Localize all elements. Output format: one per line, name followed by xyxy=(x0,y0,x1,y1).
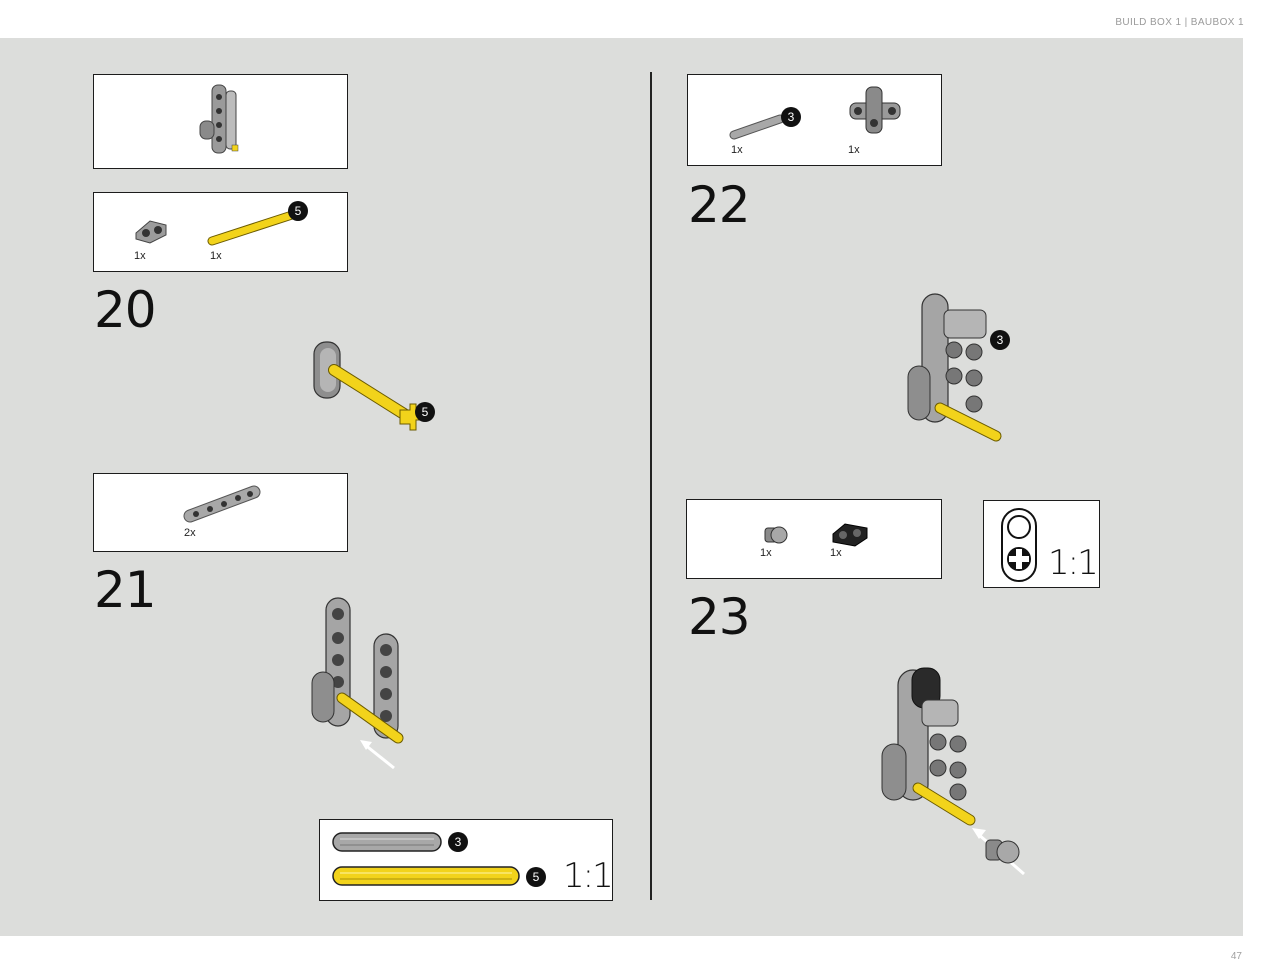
header-title: BUILD BOX 1 | BAUBOX 1 xyxy=(1115,17,1244,28)
scale-label: 1:1 xyxy=(1048,543,1099,583)
subassembly-model-icon xyxy=(199,84,239,154)
subassembly-preview-box xyxy=(93,74,348,169)
step-22-parts-box: 3 1x 1x xyxy=(687,74,942,166)
beam-scale-icon xyxy=(1001,508,1037,582)
step-number: 23 xyxy=(688,588,751,646)
step-21-assembly-icon xyxy=(311,597,404,770)
step-20-assembly-icon xyxy=(313,341,423,431)
part-qty: 2x xyxy=(184,527,196,539)
scale-ruler-axles-box: 3 5 1:1 xyxy=(319,819,614,901)
length-badge: 3 xyxy=(781,107,801,127)
step-number: 21 xyxy=(94,561,157,619)
part-qty: 1x xyxy=(210,250,222,262)
step-20-parts-box: 1x 5 1x xyxy=(93,192,348,272)
part-qty: 1x xyxy=(134,250,146,262)
part-qty: 1x xyxy=(760,547,772,559)
yellow-axle-5-icon xyxy=(332,866,520,886)
scale-label: 1:1 xyxy=(563,856,614,896)
part-qty: 1x xyxy=(830,547,842,559)
scale-ruler-beam-box: 1:1 xyxy=(983,500,1100,588)
cross-block-icon xyxy=(849,86,901,134)
grey-axle-3-icon xyxy=(729,114,785,140)
step-23-assembly-icon xyxy=(881,667,1025,876)
step-number: 20 xyxy=(94,281,157,339)
length-badge: 3 xyxy=(448,832,468,852)
length-badge: 5 xyxy=(526,867,546,887)
yellow-axle-5-icon xyxy=(207,210,297,246)
length-badge: 3 xyxy=(990,330,1010,350)
part-qty: 1x xyxy=(848,144,860,156)
beam-5-icon xyxy=(183,485,261,523)
column-divider xyxy=(650,72,652,900)
black-connector-icon xyxy=(832,523,868,547)
step-23-parts-box: 1x 1x xyxy=(686,499,942,579)
length-badge: 5 xyxy=(288,201,308,221)
grey-axle-3-icon xyxy=(332,832,442,852)
step-22-assembly-icon xyxy=(907,293,1002,442)
step-21-parts-box: 2x xyxy=(93,473,348,552)
page-number: 47 xyxy=(1230,951,1242,962)
pin-connector-icon xyxy=(135,220,167,244)
part-qty: 1x xyxy=(731,144,743,156)
length-badge: 5 xyxy=(415,402,435,422)
step-number: 22 xyxy=(688,176,751,234)
bush-icon xyxy=(764,526,788,544)
